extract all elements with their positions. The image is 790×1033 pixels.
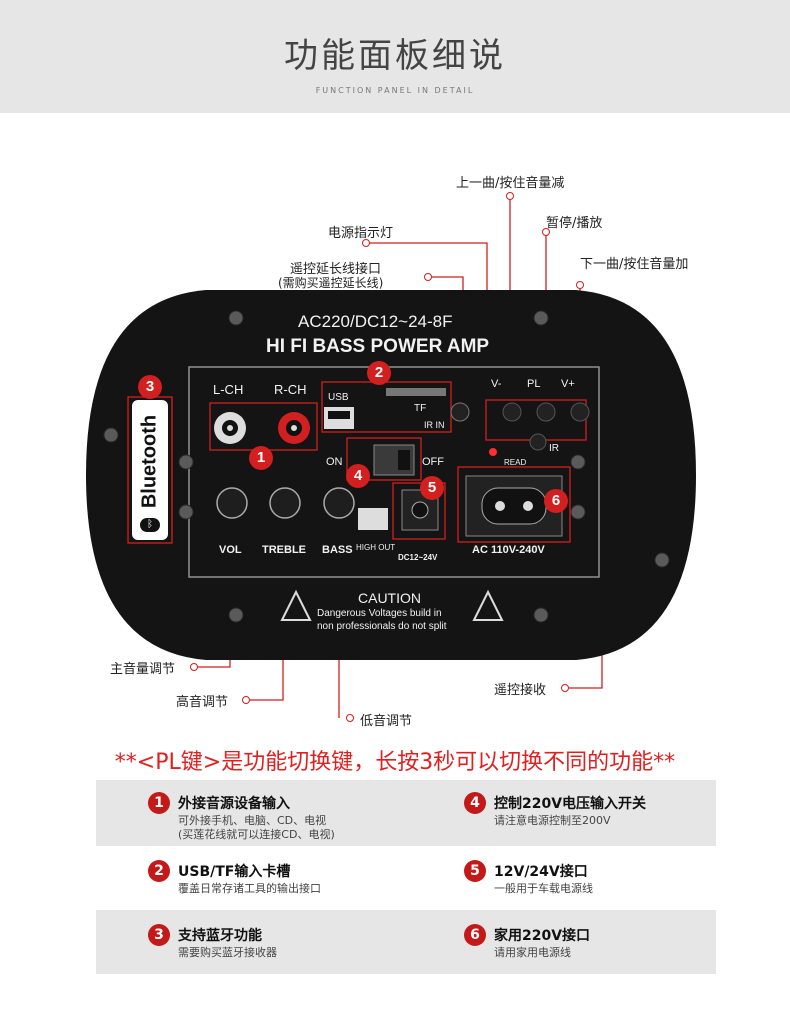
callout-remote-ext-1: 遥控延长线接口 <box>290 262 382 277</box>
bluetooth-emblem: Bluetooth ᛒ <box>132 400 168 540</box>
callout-remote-ext-2: (需购买遥控延长线) <box>278 276 384 290</box>
feature-number: 2 <box>148 860 170 882</box>
feature-number: 6 <box>464 924 486 946</box>
label-ir: IR <box>549 443 559 454</box>
label-read: READ <box>504 458 527 467</box>
feature-desc: 请用家用电源线 <box>494 946 571 959</box>
feature-desc: 请注意电源控制至200V <box>494 814 611 827</box>
page-title: 功能面板细说 <box>284 36 506 76</box>
badge-2: 2 <box>367 361 391 385</box>
callout-ring <box>576 281 584 289</box>
badge-1: 1 <box>249 446 273 470</box>
feature-number: 3 <box>148 924 170 946</box>
feature-row-3: 3 支持蓝牙功能 需要购买蓝牙接收器 6 家用220V接口 请用家用电源线 <box>96 910 716 974</box>
panel-graphic <box>86 290 696 660</box>
feature-number: 4 <box>464 792 486 814</box>
page-subtitle: FUNCTION PANEL IN DETAIL <box>315 86 475 95</box>
label-tf: TF <box>414 403 427 414</box>
badge-6: 6 <box>544 489 568 513</box>
feature-title: 12V/24V接口 <box>494 864 588 880</box>
feature-desc: 可外接手机、电脑、CD、电视(买莲花线就可以连接CD、电视) <box>178 814 335 841</box>
feature-desc: 覆盖日常存诸工具的输出接口 <box>178 882 321 895</box>
callout-treble: 高音调节 <box>176 695 229 710</box>
callout-ring <box>362 239 370 247</box>
label-usb: USB <box>328 392 349 403</box>
callout-ring <box>561 684 569 692</box>
panel-model: AC220/DC12~24-8F <box>298 312 453 331</box>
callout-power-led: 电源指示灯 <box>328 226 394 241</box>
callout-ring <box>542 228 550 236</box>
caution-line2: non professionals do not split <box>317 621 447 632</box>
feature-title: 控制220V电压输入开关 <box>494 796 647 812</box>
label-high-out: HIGH OUT <box>356 543 396 552</box>
label-ac: AC 110V-240V <box>472 544 545 556</box>
feature-title: 家用220V接口 <box>494 928 591 944</box>
callout-pause-play: 暂停/播放 <box>546 216 603 231</box>
feature-title: USB/TF输入卡槽 <box>178 864 291 880</box>
label-v-minus: V- <box>491 378 502 390</box>
label-bass: BASS <box>322 544 353 556</box>
callout-ir-receiver: 遥控接收 <box>494 683 547 698</box>
label-treble: TREBLE <box>262 544 306 556</box>
feature-row-1: 1 外接音源设备输入 可外接手机、电脑、CD、电视(买莲花线就可以连接CD、电视… <box>96 780 716 846</box>
callout-ring <box>506 192 514 200</box>
caution-title: CAUTION <box>358 590 421 606</box>
label-on: ON <box>326 456 343 468</box>
feature-number: 5 <box>464 860 486 882</box>
label-dc: DC12~24V <box>398 553 438 562</box>
label-lch: L-CH <box>213 382 244 397</box>
feature-desc: 一般用于车载电源线 <box>494 882 593 895</box>
callout-ring <box>242 696 250 704</box>
pl-key-warning: **<PL键>是功能切换键，长按3秒可以切换不同的功能** <box>114 750 676 775</box>
label-rch: R-CH <box>274 382 307 397</box>
amplifier-panel: AC220/DC12~24-8F HI FI BASS POWER AMP L-… <box>86 290 696 660</box>
feature-desc: 需要购买蓝牙接收器 <box>178 946 277 959</box>
label-off: OFF <box>422 456 444 468</box>
callout-next-vol-up: 下一曲/按住音量加 <box>580 257 689 272</box>
label-vol: VOL <box>219 544 242 556</box>
callout-ring <box>190 663 198 671</box>
label-v-plus: V+ <box>561 378 575 390</box>
feature-title: 支持蓝牙功能 <box>178 928 262 944</box>
callout-ring <box>346 714 354 722</box>
bluetooth-label: Bluetooth <box>138 414 161 509</box>
header-banner: 功能面板细说 FUNCTION PANEL IN DETAIL <box>0 0 790 113</box>
label-pl: PL <box>527 378 541 390</box>
callout-bass: 低音调节 <box>360 714 413 729</box>
badge-5: 5 <box>420 476 444 500</box>
caution-line1: Dangerous Voltages build in <box>317 608 442 619</box>
bluetooth-icon: ᛒ <box>140 518 160 532</box>
feature-title: 外接音源设备输入 <box>178 796 290 812</box>
panel-name: HI FI BASS POWER AMP <box>266 336 490 357</box>
label-ir-in: IR IN <box>424 420 445 430</box>
feature-number: 1 <box>148 792 170 814</box>
callout-prev-vol-down: 上一曲/按住音量减 <box>456 176 565 191</box>
feature-row-2: 2 USB/TF输入卡槽 覆盖日常存诸工具的输出接口 5 12V/24V接口 一… <box>96 848 716 906</box>
badge-4: 4 <box>346 464 370 488</box>
callout-ring <box>424 273 432 281</box>
callout-main-volume: 主音量调节 <box>110 662 176 677</box>
badge-3: 3 <box>138 375 162 399</box>
